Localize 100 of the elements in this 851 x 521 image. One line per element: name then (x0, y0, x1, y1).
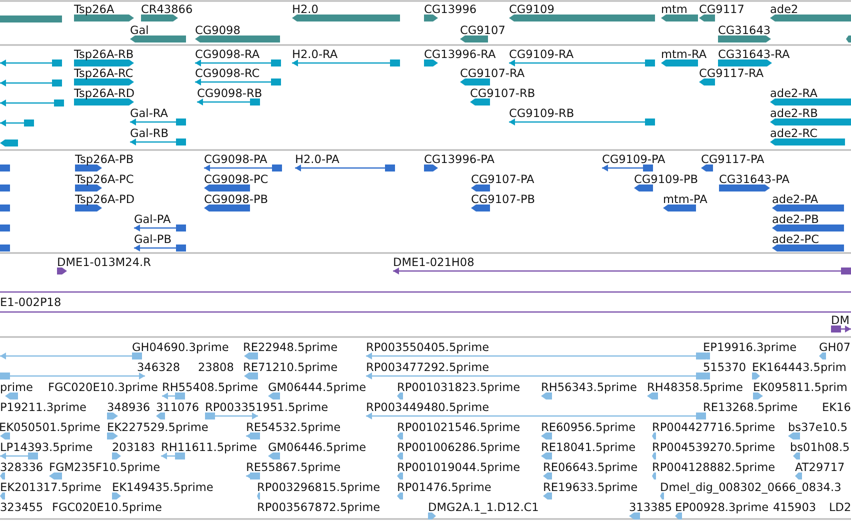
feature-label: 348936 (107, 401, 150, 414)
feature-label: 313385 (629, 501, 672, 514)
feature-label: CG9117 (699, 3, 744, 16)
feature-label: RE06643.5prime (543, 461, 638, 474)
feature-label: RH48358.5prime (647, 381, 743, 394)
feature-label: 346328 (137, 361, 180, 374)
feature-label: RP003550405.5prime (366, 341, 490, 354)
feature-label: RH56343.5prime (541, 381, 637, 394)
feature-label: 515370 (703, 361, 746, 374)
feature-label: H2.0-PA (295, 153, 340, 166)
feature-label: bs37e10.5 (788, 421, 848, 434)
feature-label: RP001019044.5prime (397, 461, 520, 474)
feature-label: CG9107-PB (471, 193, 536, 206)
feature-label: RP003296815.5prime (257, 481, 380, 494)
feature-label: RH11611.5prime (161, 441, 257, 454)
feature-label: P19211.3prime (0, 401, 86, 414)
feature-label: Gal-RB (130, 127, 168, 140)
feature-label: Tsp26A-RD (74, 87, 135, 100)
feature-label: Dmel_dig_008302_0666_0834.3 (660, 481, 842, 494)
feature-label: CG13996 (424, 3, 477, 16)
feature-label: 415903 (773, 501, 816, 514)
feature-label: CG9098 (195, 24, 240, 37)
feature-label: DME1-021H08 (393, 256, 474, 269)
feature-label: LD2 (829, 501, 851, 514)
feature-label: CG13996-RA (424, 48, 496, 61)
feature-label: CG9098-PB (204, 193, 268, 206)
feature-label: ade2-PB (772, 213, 819, 226)
feature-label: EK050501.5prime (0, 421, 100, 434)
feature-label: RP001021546.5prime (397, 421, 520, 434)
feature-label: Gal-PB (134, 233, 172, 246)
feature-label: RP003477292.5prime (366, 361, 490, 374)
feature-label: Tsp26A-RC (74, 67, 134, 80)
feature-label: RP004427716.5prime (652, 421, 776, 434)
feature-label: EK16 (822, 401, 851, 414)
feature-label: EK164443.5prim (752, 361, 846, 374)
feature-label: CG31643-RA (718, 48, 790, 61)
feature-label: RE22948.5prime (243, 341, 338, 354)
feature-label: RE71210.5prime (243, 361, 338, 374)
feature-label: CG9107-RB (470, 87, 536, 100)
feature-label: CG13996-PA (424, 153, 494, 166)
feature-label: RP001031823.5prime (397, 381, 520, 394)
feature-label: RP003351951.5prime (205, 401, 328, 414)
feature-label: RE13268.5prime (703, 401, 798, 414)
feature-label: Tsp26A-PD (75, 193, 135, 206)
feature-label: EP00928.3prime (675, 501, 769, 514)
feature-label: 328336 (0, 461, 44, 474)
feature-label: 323455 (0, 501, 44, 514)
feature-label: CG9107 (460, 24, 506, 37)
feature-label: RE55867.5prime (246, 461, 341, 474)
feature-label: mtm-PA (663, 193, 708, 206)
feature-label: DME1-013M24.R (57, 256, 151, 269)
feature-label: RP01476.5prime (397, 481, 492, 494)
feature-label: Tsp26A-PB (75, 153, 134, 166)
feature-label: Gal-PA (134, 213, 171, 226)
feature-label: ade2-RC (770, 127, 818, 140)
feature-label: RP004539270.5prime (652, 441, 776, 454)
feature-label: RE18041.5prime (541, 441, 636, 454)
feature-label: RE60956.5prime (541, 421, 636, 434)
feature-label: CG9107-PA (471, 173, 534, 186)
feature-label: bs01h08.5 (790, 441, 850, 454)
feature-label: CG9109-PA (602, 153, 666, 166)
feature-label: mtm (661, 3, 688, 16)
feature-label: CG9098-RA (195, 48, 260, 61)
feature-label: CG9109 (509, 3, 554, 16)
feature-label: EP19916.3prime (703, 341, 797, 354)
feature-label: EK149435.5prime (112, 481, 214, 494)
feature-label: EK095811.5prim (753, 381, 848, 394)
feature-label: RP003449480.5prime (366, 401, 490, 414)
feature-label: 23808 (198, 361, 234, 374)
feature-label: H2.0-RA (292, 48, 338, 61)
feature-label: Tsp26A-PC (75, 173, 134, 186)
feature-label: CG9109-RA (509, 48, 574, 61)
feature-label: RE19633.5prime (543, 481, 638, 494)
feature-label: GH04690.3prime (132, 341, 229, 354)
feature-label: DM (831, 314, 850, 327)
feature-label: CG9109-PB (634, 173, 698, 186)
feature-label: ade2-PA (772, 193, 818, 206)
feature-label: EK227529.5prime (107, 421, 208, 434)
feature-label: CG31643-PA (719, 173, 790, 186)
feature-label: CG31643 (718, 24, 771, 37)
feature-label: ade2 (770, 3, 798, 16)
feature-label: mtm-RA (661, 48, 707, 61)
feature-label: CG9098-RB (197, 87, 262, 100)
feature-label: GH07 (819, 341, 851, 354)
feature-label: LP14393.5prime (0, 441, 93, 454)
feature-label: RP004128882.5prime (652, 461, 776, 474)
feature-label: DMG2A.1_1.D12.C1 (428, 501, 539, 514)
feature-label: H2.0 (292, 3, 318, 16)
feature-label: RP003567872.5prime (257, 501, 380, 514)
feature-label: GM06444.5prime (268, 381, 366, 394)
feature-label: 203183 (112, 441, 156, 454)
feature-label: CG9117-RA (699, 67, 764, 80)
feature-label: CG9117-PA (701, 153, 764, 166)
feature-label: CG9098-PC (204, 173, 268, 186)
feature-label: ade2-RB (770, 107, 818, 120)
feature-label: ade2-RA (770, 87, 818, 100)
feature-label: EK201317.5prime (0, 481, 102, 494)
feature-label: RP001006286.5prime (397, 441, 520, 454)
feature-label: CR43866 (141, 3, 193, 16)
feature-label: Tsp26A-RB (74, 48, 134, 61)
